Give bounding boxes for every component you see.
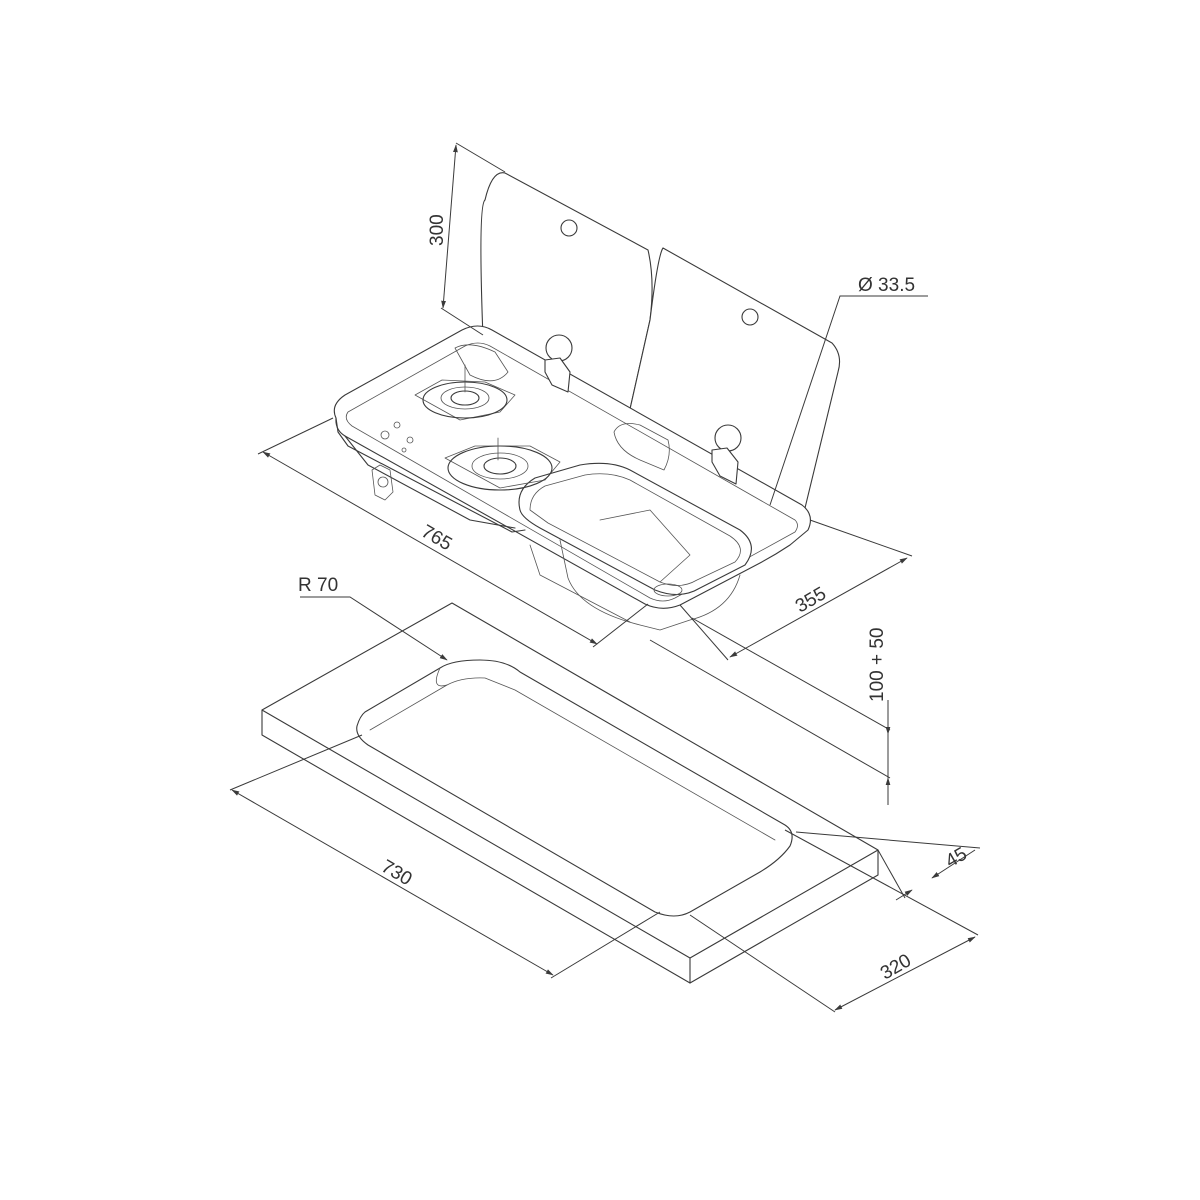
- glass-lid-right: [627, 247, 841, 509]
- divider-pocket: [613, 423, 670, 471]
- dim-overall-depth-label: 355: [792, 583, 830, 617]
- dim-cutout-length-label: 730: [378, 856, 416, 890]
- dim-under-clearance-label: 100 + 50: [867, 628, 888, 703]
- lid-hole-left: [560, 219, 578, 237]
- worktop-slab: [261, 602, 879, 984]
- cutout-opening: [356, 659, 793, 917]
- dim-cutout-depth-label: 320: [877, 950, 915, 984]
- corner-pocket: [454, 344, 509, 382]
- dim-hole-diameter-label: Ø 33.5: [858, 275, 915, 296]
- dim-hole-diameter: Ø 33.5: [769, 275, 928, 506]
- burner-back: [414, 364, 516, 421]
- dim-corner-radius-label: R 70: [298, 575, 338, 596]
- dim-lid-height: 300: [427, 142, 506, 336]
- dim-corner-radius: R 70: [298, 575, 448, 661]
- dim-worktop-edge-label: 45: [942, 844, 971, 873]
- lid-hole-right: [741, 308, 759, 326]
- lid-hinge-left: [544, 334, 573, 393]
- dim-lid-height-label: 300: [427, 214, 448, 246]
- igniter-controls: [380, 421, 414, 453]
- lid-hinge-right: [711, 424, 742, 485]
- gas-connector: [371, 464, 394, 501]
- dim-overall-length-label: 765: [418, 521, 456, 555]
- dim-under-clearance: 100 + 50: [649, 617, 891, 805]
